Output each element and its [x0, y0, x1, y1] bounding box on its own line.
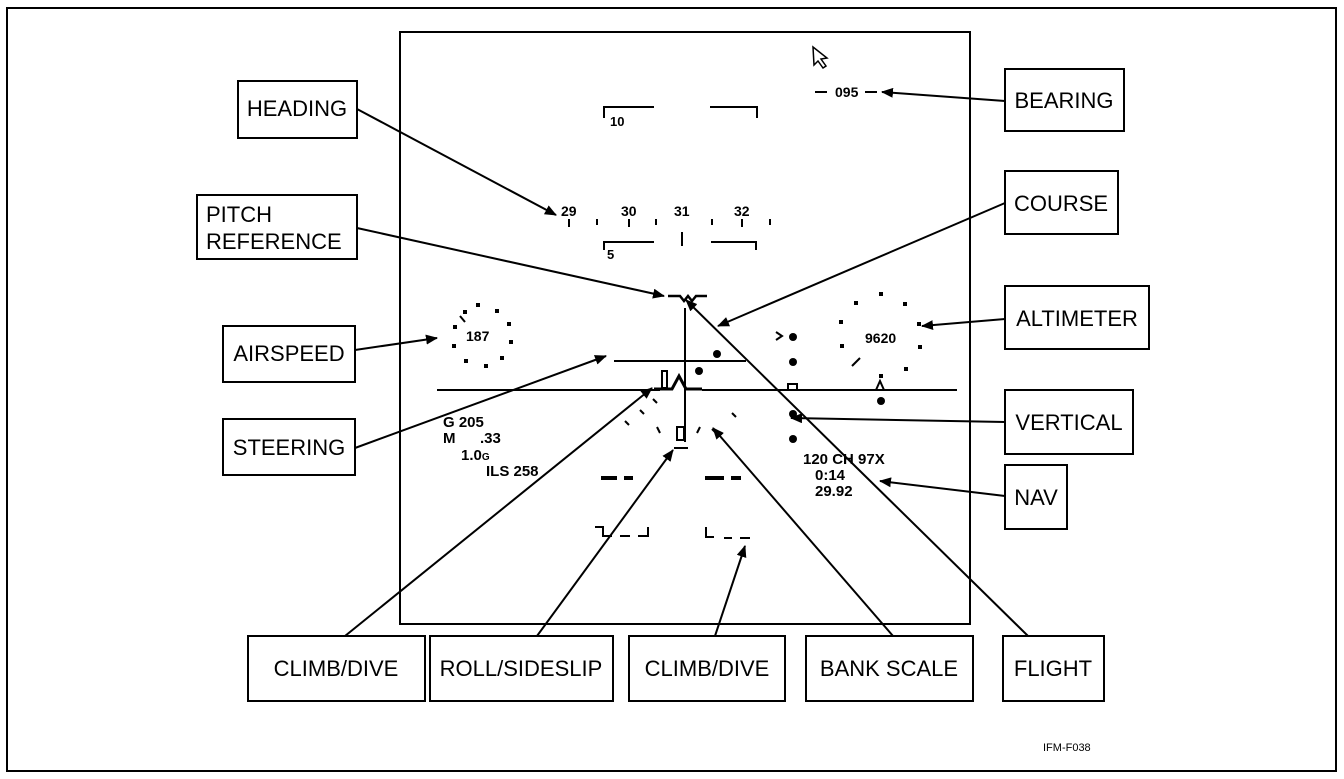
steering-dot-2	[695, 367, 703, 375]
pitch-label-10: 10	[610, 114, 624, 129]
pitch-ladder-10-left	[603, 106, 654, 118]
callout-climb-dive-right: CLIMB/DIVE	[628, 635, 786, 702]
svg-text:AIRSPEED: AIRSPEED	[233, 341, 344, 366]
airspeed-scale	[452, 303, 513, 368]
heading-tick-32: 32	[734, 203, 750, 219]
pitch-reference-symbol	[668, 293, 707, 304]
pitch-ladder-5-left	[603, 241, 654, 250]
leader-course	[717, 202, 1006, 327]
nav-line-1: 120 CH 97X	[803, 451, 885, 468]
altimeter-value: 9620	[865, 330, 896, 346]
nav-line-3: 29.92	[815, 483, 853, 500]
altitude-dot	[877, 397, 885, 405]
leader-roll-sideslip	[536, 449, 674, 637]
mach-label: M	[443, 430, 456, 447]
vertical-dot-2	[789, 358, 797, 366]
svg-text:VERTICAL: VERTICAL	[1015, 410, 1122, 435]
leader-climb-dive-right	[714, 545, 747, 637]
vertical-marker-box	[787, 383, 798, 391]
callouts: HEADING PITCH REFERENCE AIRSPEED STEERIN…	[196, 68, 1150, 702]
callout-vertical: VERTICAL	[1004, 389, 1134, 455]
altitude-caret-icon	[875, 378, 885, 391]
nav-line-2: 0:14	[815, 467, 846, 484]
cursor-arrow-icon	[812, 45, 829, 70]
svg-text:COURSE: COURSE	[1014, 191, 1108, 216]
flight-path-marker-box	[661, 370, 668, 389]
callout-bearing: BEARING	[1004, 68, 1125, 132]
ils-readout: ILS 258	[486, 463, 539, 480]
outer-frame	[6, 7, 1337, 772]
svg-text:CLIMB/DIVE: CLIMB/DIVE	[274, 656, 399, 681]
hud-symbology: 095 10 29 30 31 32 5	[437, 45, 957, 539]
hud-frame	[399, 31, 971, 625]
bearing-value: 095	[835, 84, 859, 100]
svg-text:BANK SCALE: BANK SCALE	[820, 656, 958, 681]
callout-nav: NAV	[1004, 464, 1068, 530]
ground-speed: G 205	[443, 414, 484, 431]
vertical-caret-icon	[775, 331, 784, 341]
svg-text:BEARING: BEARING	[1014, 88, 1113, 113]
leader-pitch-reference	[356, 227, 665, 299]
figure-id: IFM-F038	[1043, 742, 1091, 754]
leader-lines	[344, 87, 1029, 637]
pitch-ladder-10-right	[710, 106, 758, 118]
leader-heading	[356, 108, 557, 216]
callout-bank-scale: BANK SCALE	[805, 635, 974, 702]
leader-bank-scale	[712, 427, 894, 637]
airspeed-value: 187	[466, 328, 490, 344]
pitch-ladder-5-right	[711, 241, 757, 250]
callout-course: COURSE	[1004, 170, 1119, 235]
svg-text:PITCH: PITCH	[206, 202, 272, 227]
climb-dive-ladder-lower	[595, 526, 750, 539]
vertical-dot-1	[789, 333, 797, 341]
callout-airspeed: AIRSPEED	[222, 325, 356, 383]
svg-text:NAV: NAV	[1014, 485, 1058, 510]
callout-heading: HEADING	[237, 80, 358, 139]
mach-value: .33	[480, 430, 501, 447]
leader-altimeter	[921, 318, 1006, 331]
svg-text:HEADING: HEADING	[247, 96, 347, 121]
callout-climb-dive-left: CLIMB/DIVE	[247, 635, 426, 702]
leader-bearing	[881, 87, 1006, 102]
svg-text:STEERING: STEERING	[233, 435, 345, 460]
g-suffix: G	[482, 452, 490, 463]
pitch-label-5: 5	[607, 247, 614, 262]
leader-steering	[354, 355, 607, 449]
svg-text:ALTIMETER: ALTIMETER	[1016, 306, 1138, 331]
heading-tick-30: 30	[621, 203, 637, 219]
svg-text:ROLL/SIDESLIP: ROLL/SIDESLIP	[440, 656, 603, 681]
svg-text:FLIGHT: FLIGHT	[1014, 656, 1092, 681]
svg-text:CLIMB/DIVE: CLIMB/DIVE	[645, 656, 770, 681]
roll-sideslip-indicator	[676, 426, 685, 441]
callout-altimeter: ALTIMETER	[1004, 285, 1150, 350]
steering-dot-1	[713, 350, 721, 358]
callout-roll-sideslip: ROLL/SIDESLIP	[429, 635, 614, 702]
heading-tape: 29 30 31 32	[561, 203, 771, 227]
g-load: 1.0G	[461, 447, 490, 464]
vertical-dot-3	[789, 410, 797, 418]
leader-vertical	[790, 413, 1006, 424]
leader-flight	[685, 299, 1029, 637]
svg-text:REFERENCE: REFERENCE	[206, 229, 342, 254]
callout-pitch-reference: PITCH REFERENCE	[196, 194, 358, 260]
leader-nav	[879, 477, 1006, 497]
callout-flight: FLIGHT	[1002, 635, 1105, 702]
heading-tick-29: 29	[561, 203, 577, 219]
leader-climb-dive-left	[344, 387, 653, 637]
callout-steering: STEERING	[222, 418, 356, 476]
altimeter-scale	[839, 292, 922, 378]
leader-airspeed	[354, 334, 438, 351]
vertical-dot-4	[789, 435, 797, 443]
heading-tick-31: 31	[674, 203, 690, 219]
